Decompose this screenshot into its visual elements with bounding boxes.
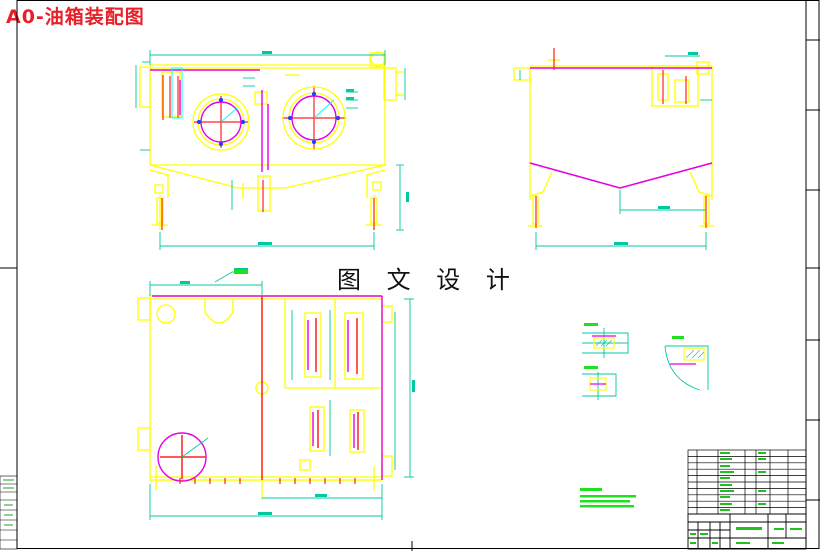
top-view-dim-labels (180, 268, 415, 515)
technical-notes (580, 488, 636, 508)
title-block (687, 513, 807, 550)
title-block-fields (690, 527, 802, 544)
watermark-text: 图 文 设 计 (337, 266, 519, 294)
top-view (137, 268, 415, 520)
front-view (135, 50, 409, 250)
top-view-bolt-ticks (179, 478, 356, 484)
parts-list (687, 449, 807, 515)
front-view-dim-labels (258, 51, 409, 245)
corner-detail (664, 336, 709, 391)
parts-list-entries (720, 452, 766, 511)
side-view (513, 48, 714, 250)
section-detail-a (582, 323, 629, 358)
drawing-title: A0-油箱装配图 (6, 6, 145, 28)
top-view-callout-label (234, 270, 248, 274)
left-stamp-table (0, 475, 18, 550)
side-view-dim-labels (614, 52, 698, 245)
section-detail-b (582, 366, 617, 400)
